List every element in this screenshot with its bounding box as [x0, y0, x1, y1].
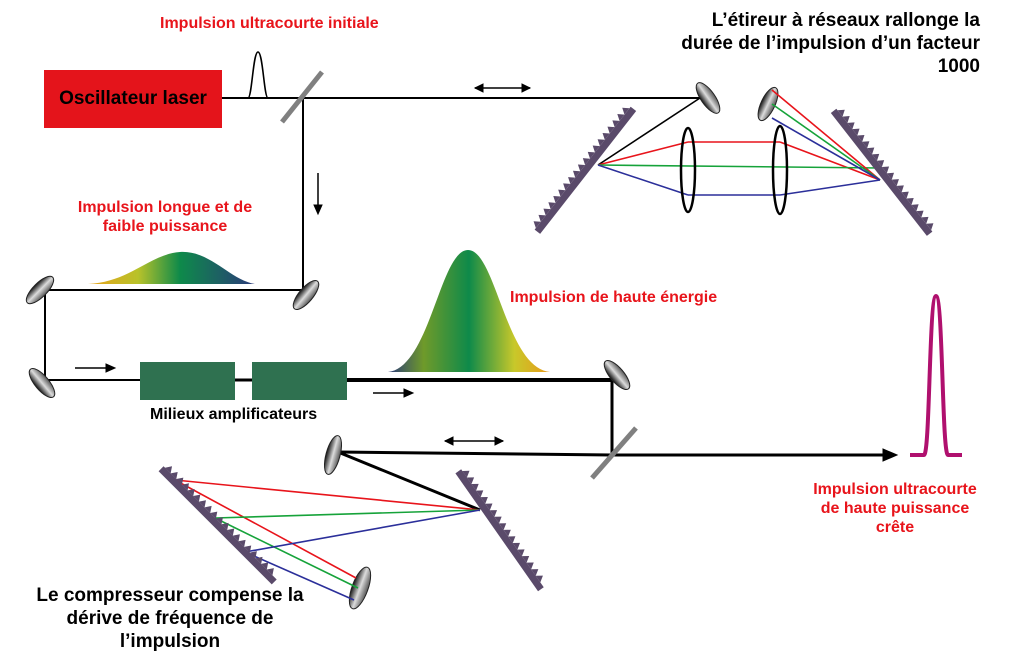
mirror-stretcher-return	[757, 86, 779, 122]
mirror-upper-center	[292, 279, 320, 311]
amplifiers-label: Milieux amplificateurs	[150, 406, 318, 423]
high-energy-pulse-curve	[388, 250, 550, 372]
beam-splitter-top	[280, 70, 324, 124]
oscillator-label: Oscillateur laser	[59, 88, 207, 109]
oscillator-box: Oscillateur laser	[44, 70, 222, 128]
stretcher-lens-right	[771, 124, 789, 216]
compressor-label: Le compresseur compense la dérive de fré…	[36, 585, 304, 652]
mirror-top-right	[695, 82, 721, 114]
high-energy-label: Impulsion de haute énergie	[510, 289, 718, 306]
mirror-compressor-return	[348, 566, 372, 610]
amplifier-medium-2	[252, 362, 347, 400]
initial-pulse-curve	[236, 51, 280, 99]
amplifier-medium-1	[140, 362, 235, 400]
stretcher-grating-left	[533, 106, 637, 234]
stretcher-rays	[597, 89, 881, 196]
compressor-rays	[174, 479, 481, 601]
mirror-upper-left	[25, 275, 55, 305]
mirror-compressor-input	[323, 435, 343, 475]
compressor-grating-right	[455, 469, 544, 592]
mirror-amplifier-exit	[603, 359, 631, 391]
mirror-lower-left	[28, 367, 56, 399]
stretcher-grating-right	[830, 108, 934, 236]
long-pulse-label: Impulsion longue et de faible puissance	[77, 199, 253, 236]
compressor-grating-left	[158, 466, 277, 585]
direction-arrows	[75, 83, 899, 462]
stretcher-label: L’étireur à réseaux rallonge la durée de…	[681, 10, 980, 77]
initial-pulse-label: Impulsion ultracourte initiale	[160, 15, 379, 32]
long-pulse-curve	[88, 251, 255, 284]
beam-splitter-bottom	[590, 426, 638, 480]
final-pulse-curve	[910, 293, 962, 457]
stretcher-lens-left	[679, 126, 697, 214]
final-pulse-label: Impulsion ultracourte de haute puissance…	[813, 481, 977, 537]
